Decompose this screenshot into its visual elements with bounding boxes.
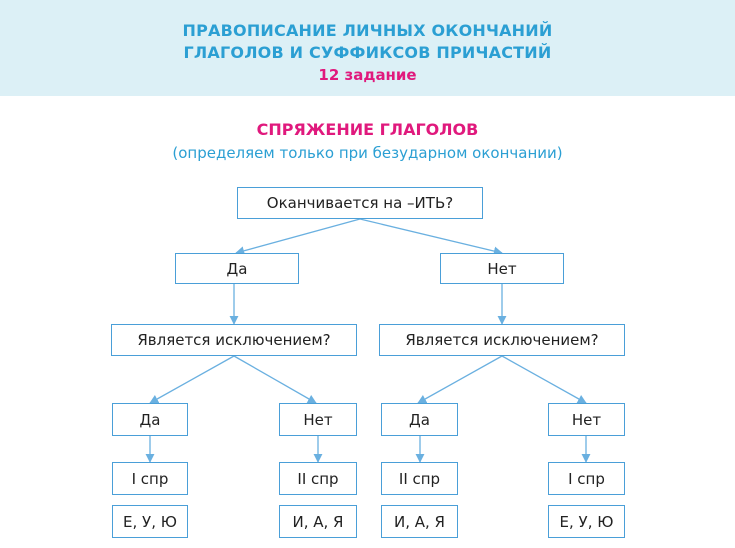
left-exception-no-box: Нет [279,403,357,436]
left-yes-conjugation-box: I спр [112,462,188,495]
connector-root-left [235,218,361,256]
connector-lq-yes [149,355,235,404]
right-no-conjugation-box: I спр [548,462,625,495]
connector-root-right [359,218,503,256]
right-yes-endings-box: И, А, Я [381,505,458,538]
section-subtitle: (определяем только при безударном оконча… [172,144,563,162]
left-answer-yes-box: Да [175,253,299,284]
header-title-line2: ГЛАГОЛОВ И СУФФИКСОВ ПРИЧАСТИЙ [183,43,552,62]
left-exception-question-box: Является исключением? [111,324,357,356]
header-task-label: 12 задание [318,66,417,84]
left-no-endings-box: И, А, Я [279,505,357,538]
right-yes-conjugation-box: II спр [381,462,458,495]
left-no-conjugation-box: II спр [279,462,357,495]
left-yes-endings-box: Е, У, Ю [112,505,188,538]
right-no-endings-box: Е, У, Ю [548,505,625,538]
connector-rq-no [501,355,587,404]
root-question-box: Оканчивается на –ИТЬ? [237,187,483,219]
left-exception-yes-box: Да [112,403,188,436]
right-exception-question-box: Является исключением? [379,324,625,356]
header-title-line1: ПРАВОПИСАНИЕ ЛИЧНЫХ ОКОНЧАНИЙ [182,21,553,40]
connector-rq-yes [417,355,503,404]
right-answer-no-box: Нет [440,253,564,284]
connector-lq-no [233,355,317,404]
header-banner: ПРАВОПИСАНИЕ ЛИЧНЫХ ОКОНЧАНИЙ ГЛАГОЛОВ И… [0,0,735,96]
right-exception-no-box: Нет [548,403,625,436]
section-title: СПРЯЖЕНИЕ ГЛАГОЛОВ [256,120,479,139]
right-exception-yes-box: Да [381,403,458,436]
